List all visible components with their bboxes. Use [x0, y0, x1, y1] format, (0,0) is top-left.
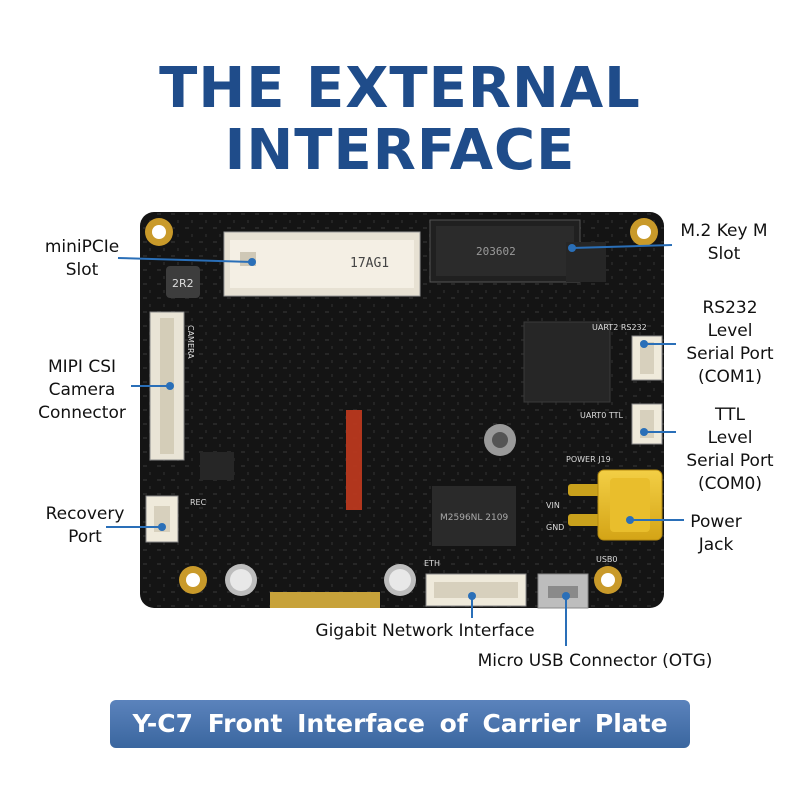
pointer-dots: [158, 244, 648, 600]
label-recovery-line1: Recovery: [45, 504, 125, 524]
label-minipcie-line1: miniPCIe: [44, 237, 120, 257]
label-power: Power Jack: [678, 511, 754, 557]
pointer-minipcie: [117, 257, 253, 263]
label-rs232: RS232 Level Serial Port (COM1): [668, 297, 792, 389]
power-silkscreen: POWER J19: [566, 455, 611, 464]
label-mipi: MIPI CSI Camera Connector: [26, 356, 138, 425]
pointer-m2: [571, 244, 673, 249]
label-power-line1: Power: [690, 512, 742, 532]
label-rs232-line3: Serial Port: [686, 344, 774, 364]
label-ttl-line3: Serial Port: [686, 451, 774, 471]
caption-banner: Y-C7 Front Interface of Carrier Plate: [110, 700, 690, 748]
label-rs232-line2: Level: [707, 321, 753, 341]
label-recovery-line2: Port: [68, 527, 102, 547]
usb0-silkscreen: USB0: [596, 555, 618, 564]
label-m2-line1: M.2 Key M: [680, 221, 768, 241]
power-jack: POWER J19 VIN GND: [546, 455, 663, 541]
title-line-2: INTERFACE: [224, 118, 576, 183]
label-m2-line2: Slot: [707, 244, 741, 264]
label-rs232-line1: RS232: [702, 298, 758, 318]
pcb-board: [140, 212, 664, 608]
vin-silkscreen: VIN: [546, 501, 560, 510]
label-minipcie: miniPCIe Slot: [34, 236, 130, 282]
eth-silkscreen: ETH: [424, 559, 440, 568]
label-usb: Micro USB Connector (OTG): [477, 651, 713, 671]
micro-usb-connector: USB0: [537, 555, 618, 609]
title-line-1: THE EXTERNAL: [159, 56, 641, 121]
m2-marking: 203602: [476, 245, 516, 258]
label-minipcie-line2: Slot: [65, 260, 99, 280]
uart2-silkscreen: UART2 RS232: [592, 323, 647, 332]
label-ttl-line2: Level: [707, 428, 753, 448]
ttl-connector: UART0 TTL: [580, 403, 663, 445]
label-ttl: TTL Level Serial Port (COM0): [668, 404, 792, 496]
label-gigabit: Gigabit Network Interface: [315, 621, 535, 641]
uart0-silkscreen: UART0 TTL: [580, 411, 623, 420]
transformer-marking: M2596NL 2109: [440, 513, 508, 523]
camera-silkscreen: CAMERA: [186, 325, 195, 359]
gnd-silkscreen: GND: [546, 523, 564, 532]
inductor: 2R2: [166, 266, 200, 298]
label-mipi-line1: MIPI CSI: [47, 357, 117, 377]
gigabit-connector: ETH: [270, 559, 527, 608]
m2-slot: 203602: [429, 219, 581, 283]
label-power-line2: Jack: [698, 535, 734, 555]
label-ttl-line4: (COM0): [698, 474, 762, 494]
mounting-holes: [145, 218, 658, 596]
label-mipi-line3: Connector: [38, 403, 126, 423]
minipcie-marking: 17AG1: [350, 256, 389, 271]
label-mipi-line2: Camera: [48, 380, 116, 400]
label-rs232-line4: (COM1): [698, 367, 762, 387]
inductor-marking: 2R2: [172, 277, 194, 290]
rec-silkscreen: REC: [190, 498, 207, 507]
label-recovery: Recovery Port: [30, 503, 140, 549]
label-ttl-line1: TTL: [715, 405, 745, 425]
label-m2: M.2 Key M Slot: [672, 220, 776, 266]
recovery-connector: REC: [145, 495, 207, 543]
